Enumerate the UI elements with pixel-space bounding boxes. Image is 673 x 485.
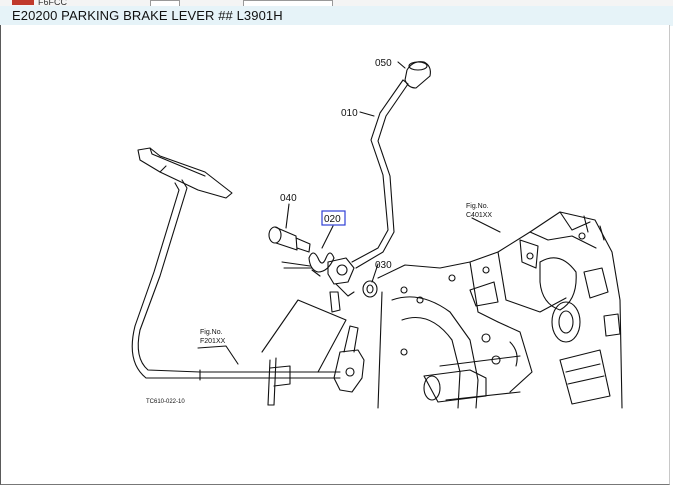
page-title: E20200 PARKING BRAKE LEVER ## L3901H <box>12 8 283 23</box>
figref-right-line1: Fig.No. <box>466 203 489 210</box>
callout-010[interactable]: 010 <box>341 108 358 119</box>
figref-right-line2: C401XX <box>466 212 492 219</box>
callout-050[interactable]: 050 <box>375 58 392 69</box>
header-bar <box>0 6 673 26</box>
callout-030[interactable]: 030 <box>375 260 392 271</box>
figref-left-line1: Fig.No. <box>200 329 223 336</box>
red-marker-icon <box>12 0 34 5</box>
diagram-frame <box>0 25 670 485</box>
lever-rod-drawing <box>351 79 409 269</box>
transmission-housing-drawing <box>377 211 623 409</box>
pin-drawing <box>268 226 311 253</box>
spring-drawing <box>281 252 335 277</box>
callout-040[interactable]: 040 <box>280 193 297 204</box>
callout-020[interactable]: 020 <box>324 214 341 225</box>
callout-020-highlight[interactable] <box>321 210 346 226</box>
drawing-code: TC610-022-10 <box>146 399 185 405</box>
toolbar-fragment: F6FCC <box>38 0 67 5</box>
lever-knob-drawing <box>404 61 431 89</box>
pawl-drawing <box>327 257 355 313</box>
washer-drawing <box>362 280 378 298</box>
brake-pedal-drawing <box>131 147 365 406</box>
figref-left-line2: F201XX <box>200 338 226 345</box>
